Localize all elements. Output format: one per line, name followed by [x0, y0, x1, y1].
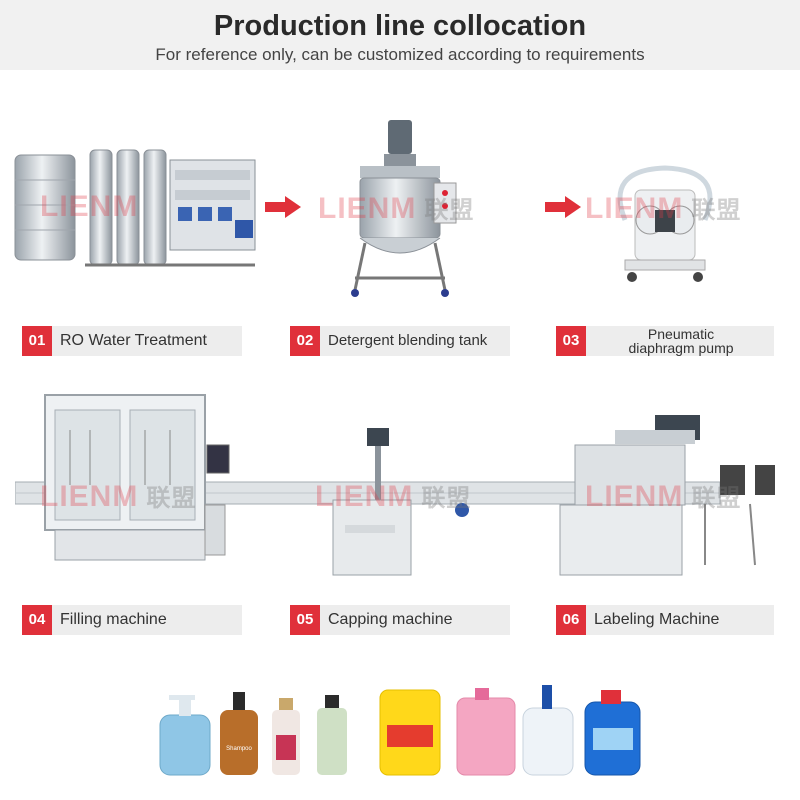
- step-title-line1: Pneumatic: [647, 326, 715, 342]
- diaphragm-pump-image: [617, 165, 713, 282]
- watermark-brand-cn: 联盟: [691, 485, 742, 512]
- step-number: 06: [556, 605, 586, 635]
- arrow-right-icon: [265, 196, 301, 218]
- watermark-3: LIENM 联盟: [585, 190, 741, 226]
- watermark-2: LIENM 联盟: [318, 190, 474, 226]
- watermark-brand: LIENM: [315, 480, 414, 513]
- step-title: Labeling Machine: [594, 611, 720, 628]
- watermark-brand-cn: 联盟: [146, 485, 197, 512]
- step-label-04: 04 Filling machine: [22, 605, 242, 635]
- shampoo-label: Shampoo: [226, 746, 252, 752]
- watermark-brand: LIENM: [585, 480, 684, 513]
- step-number: 04: [22, 605, 52, 635]
- page-title: Production line collocation: [213, 10, 587, 42]
- step-number: 03: [556, 326, 586, 356]
- watermark-4: LIENM 联盟: [40, 478, 196, 514]
- step-number: 01: [22, 326, 52, 356]
- step-title: Pneumatic diaphragm pump: [596, 327, 766, 357]
- step-title: RO Water Treatment: [60, 332, 207, 349]
- production-line-image: [15, 394, 775, 576]
- watermark-brand: LIENM: [318, 192, 417, 225]
- step-number: 02: [290, 326, 320, 356]
- step-label-02: 02 Detergent blending tank: [290, 326, 510, 356]
- product-bottles-image: Shampoo: [159, 685, 641, 776]
- watermark-brand: LIENM: [585, 192, 684, 225]
- watermark-brand-cn: 联盟: [691, 197, 742, 224]
- watermark-brand: LIENM: [40, 480, 139, 513]
- step-title: Detergent blending tank: [328, 332, 488, 349]
- step-title-line2: diaphragm pump: [628, 340, 734, 356]
- step-title: Filling machine: [60, 611, 167, 628]
- arrow-right-icon: [545, 196, 581, 218]
- watermark-brand-cn: 联盟: [421, 485, 472, 512]
- step-label-01: 01 RO Water Treatment: [22, 326, 242, 356]
- watermark-brand-cn: 联盟: [424, 197, 475, 224]
- watermark-1: LIENM: [40, 190, 139, 223]
- step-title: Capping machine: [328, 611, 453, 628]
- header-band: Production line collocation For referenc…: [0, 0, 800, 70]
- watermark-6: LIENM 联盟: [585, 478, 741, 514]
- step-number: 05: [290, 605, 320, 635]
- page-subtitle: For reference only, can be customized ac…: [155, 45, 645, 64]
- step-label-05: 05 Capping machine: [290, 605, 510, 635]
- blending-tank-image: [351, 120, 457, 297]
- watermark-5: LIENM 联盟: [315, 478, 471, 514]
- step-label-03: 03 Pneumatic diaphragm pump: [556, 326, 774, 356]
- step-label-06: 06 Labeling Machine: [556, 605, 774, 635]
- ro-water-treatment-image: [14, 149, 256, 267]
